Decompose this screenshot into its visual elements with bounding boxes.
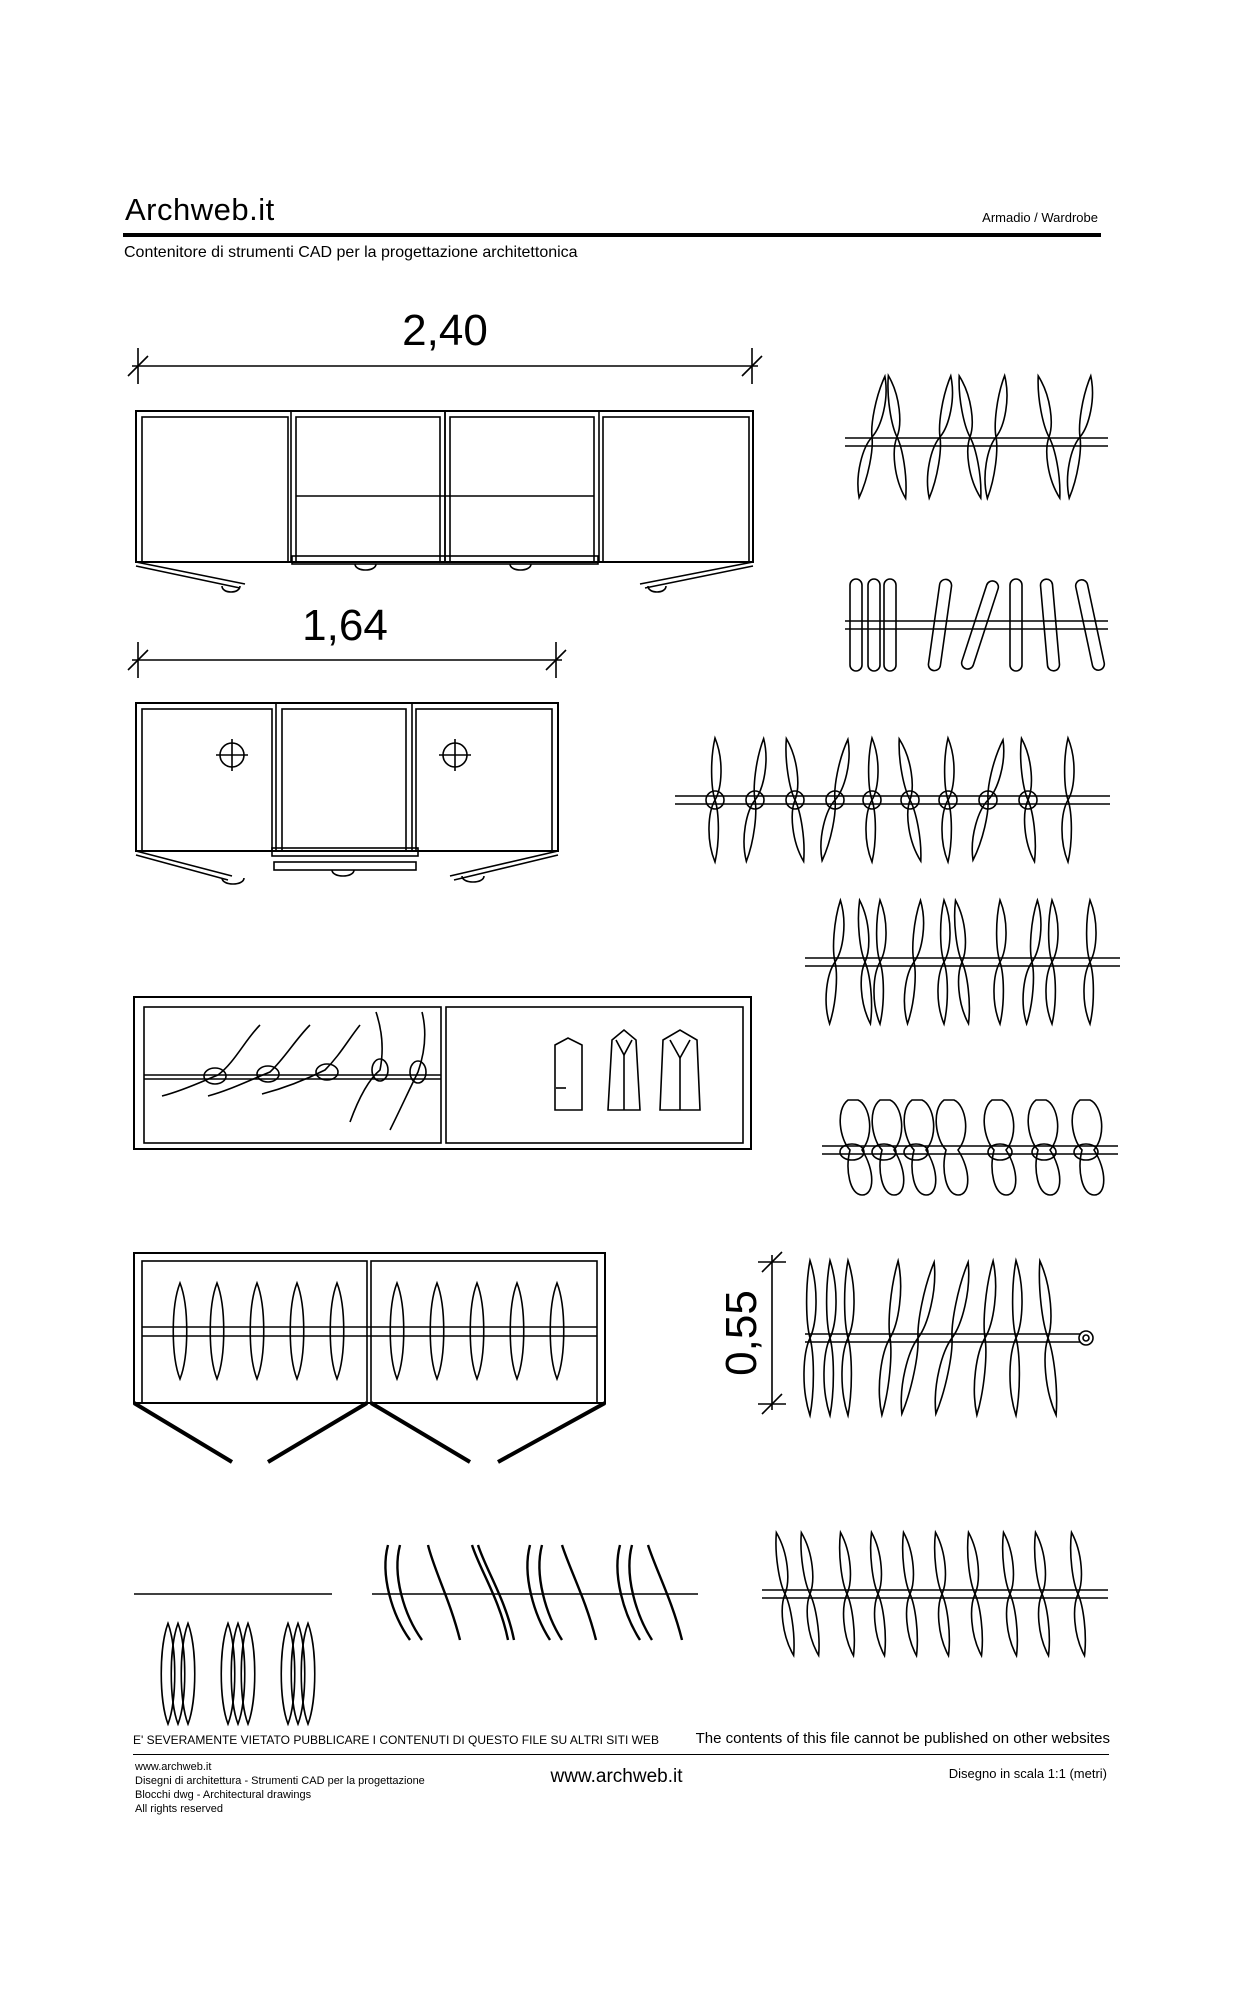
hanger-block-3 [675,736,1110,864]
hanger-block-1 [845,373,1108,501]
dimension-label-164: 1,64 [302,601,388,650]
hanger-block-8 [372,1544,698,1641]
footer-credits: www.archweb.it Disegni di architettura -… [135,1760,425,1816]
hanger-block-2 [845,577,1108,673]
footer-site-link[interactable]: www.archweb.it [550,1766,683,1787]
drawing-scale: Disegno in scala 1:1 (metri) [948,1766,1107,1781]
dimension-label-055: 0,55 [717,1290,766,1376]
credit-line: Blocchi dwg - Architectural drawings [135,1789,312,1801]
dimension-label-240: 2,40 [402,306,488,355]
credit-line: www.archweb.it [135,1761,212,1773]
hanger-block-9 [762,1530,1108,1658]
footer-rule [133,1754,1109,1755]
hanger-block-5 [822,1099,1118,1196]
wardrobe-164-front: 1,64 [127,601,567,885]
credit-line: All rights reserved [135,1803,224,1815]
hanger-block-6 [802,1259,1094,1417]
sheet-subject: Armadio / Wardrobe [982,210,1098,225]
credit-line: Disegni di architettura - Strumenti CAD … [135,1775,425,1787]
wardrobe-plan-view [132,1252,606,1464]
depth-dimension: 0,55 [717,1251,786,1415]
header-rule [123,233,1101,237]
wardrobe-240-front: 2,40 [127,306,763,593]
copyright-warning-english: The contents of this file cannot be publ… [695,1730,1110,1747]
brand-title: Archweb.it [125,192,275,227]
hanger-block-7 [134,1593,332,1725]
hanger-block-4 [805,898,1120,1026]
copyright-warning-italian: E' SEVERAMENTE VIETATO PUBBLICARE I CONT… [133,1733,659,1747]
header-tagline: Contenitore di strumenti CAD per la prog… [124,244,578,261]
open-cabinet-with-shirts [133,996,752,1150]
